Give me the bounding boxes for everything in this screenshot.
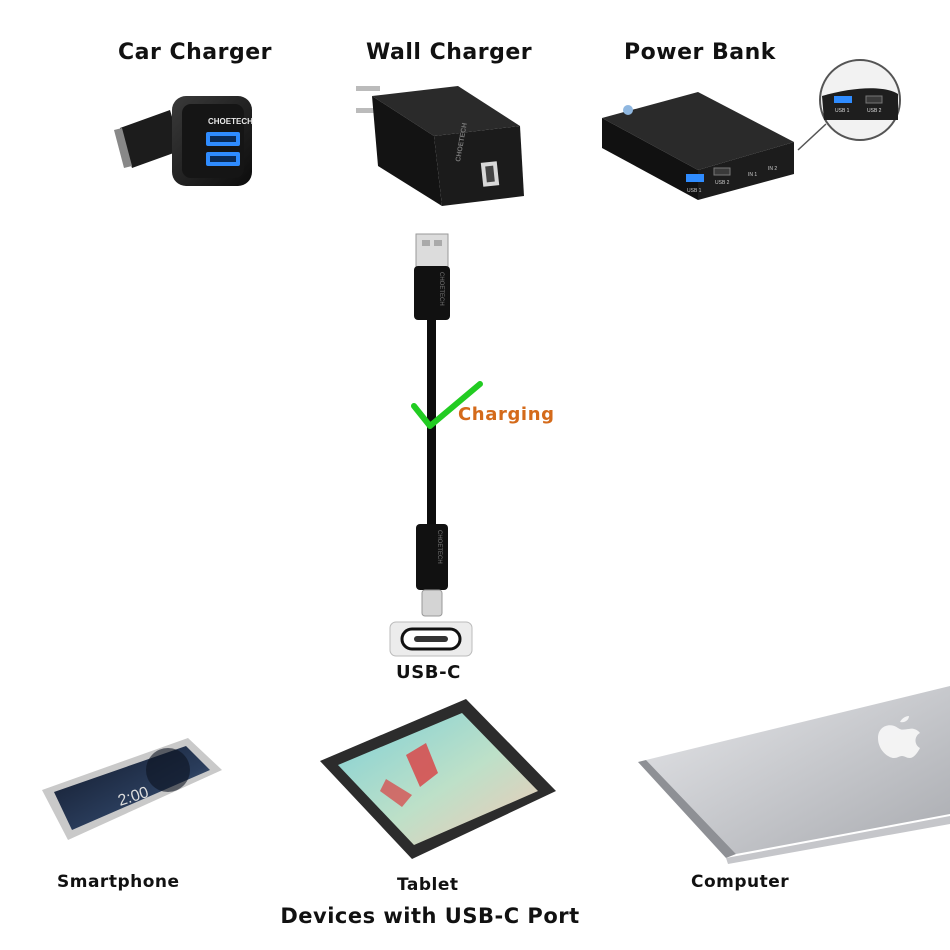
car-charger-image: CHOETECH	[114, 96, 253, 186]
car-charger-brand: CHOETECH	[208, 117, 253, 126]
power-bank-image: USB 1 USB 2 IN 1 IN 2	[602, 92, 794, 200]
zoom-port-usb2: USB 2	[867, 108, 882, 114]
apple-logo-icon	[878, 716, 920, 758]
power-bank-port-usb2: USB 2	[715, 180, 730, 186]
usb-c-port-icon	[389, 621, 473, 657]
tablet-label: Tablet	[397, 875, 459, 895]
computer-label: Computer	[691, 872, 790, 892]
tablet-image	[320, 699, 556, 859]
power-bank-zoom-callout: USB 1 USB 2	[797, 59, 901, 151]
wall-charger-image: CHOETECH	[356, 86, 524, 206]
footer-caption: Devices with USB-C Port	[280, 904, 580, 928]
zoom-port-usb1: USB 1	[835, 108, 850, 114]
power-bank-port-in2: IN 2	[768, 166, 777, 172]
car-charger-label: Car Charger	[118, 40, 273, 65]
power-bank-label: Power Bank	[624, 40, 776, 65]
cable-top-brand: CHOETECH	[438, 272, 444, 306]
charging-label: Charging	[458, 404, 555, 425]
power-bank-port-in1: IN 1	[748, 172, 757, 178]
smartphone-image: 2:00	[42, 738, 222, 840]
computer-image	[638, 686, 950, 864]
checkmark-icon	[411, 381, 483, 429]
cable-bottom-brand: CHOETECH	[436, 530, 442, 564]
smartphone-label: Smartphone	[57, 872, 180, 892]
power-bank-port-usb1: USB 1	[687, 188, 702, 194]
usb-c-label: USB-C	[396, 662, 461, 683]
wall-charger-label: Wall Charger	[366, 40, 533, 65]
